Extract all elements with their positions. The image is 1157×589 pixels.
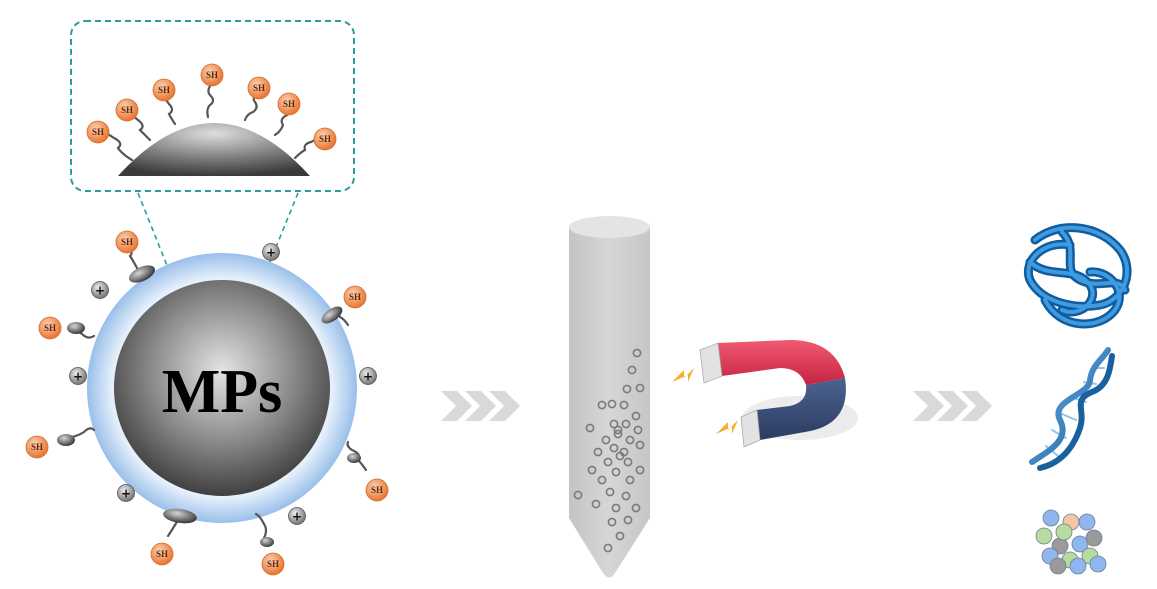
particle-dot: [585, 423, 595, 433]
particle-dot: [597, 475, 607, 485]
cell: [1078, 513, 1096, 531]
particle-dot: [573, 490, 583, 500]
cell: [1042, 509, 1060, 527]
particle-dot: [593, 447, 603, 457]
sh-group: [313, 127, 337, 151]
cell: [1069, 557, 1087, 575]
particle-dot: [632, 348, 642, 358]
particle-dot: [623, 457, 633, 467]
particle-dot: [587, 465, 597, 475]
particle-core: [114, 280, 330, 496]
particle-dot: [591, 499, 601, 509]
positive-charge: [69, 367, 87, 385]
particle-dot: [619, 400, 629, 410]
protein-icon: [1023, 223, 1132, 329]
positive-charge: [91, 281, 109, 299]
sh-group: [247, 76, 271, 100]
particle-dot: [603, 543, 613, 553]
particle-dot: [611, 467, 621, 477]
particle-dot: [609, 443, 619, 453]
positive-charge: [262, 243, 280, 261]
sh-group: [86, 120, 110, 144]
particle-dot: [621, 491, 631, 501]
spark-icon: [716, 420, 738, 434]
particle-dot: [622, 384, 632, 394]
particle-dot: [631, 411, 641, 421]
particle-dot: [607, 517, 617, 527]
particle-dot: [627, 365, 637, 375]
positive-charge: [288, 507, 306, 525]
cell: [1055, 523, 1073, 541]
cell: [1085, 529, 1103, 547]
dna-helix-icon: [1029, 347, 1115, 471]
particle-dot: [613, 429, 623, 439]
particle-dot: [615, 531, 625, 541]
particle-dot: [603, 457, 613, 467]
cell-cluster-icon: [1035, 509, 1107, 575]
sh-group: [115, 98, 139, 122]
particle-dot: [601, 435, 611, 445]
particle-label: MPs: [162, 358, 283, 426]
particle-dot: [631, 503, 641, 513]
particle-dot: [625, 475, 635, 485]
sh-group: [152, 78, 176, 102]
chevron-arrow-icon: [913, 391, 992, 421]
particle-dot: [621, 419, 631, 429]
positive-charge: [117, 484, 135, 502]
horseshoe-magnet-icon: [672, 340, 858, 448]
sh-group: [115, 230, 139, 254]
sh-group: [365, 478, 389, 502]
sh-group: [200, 63, 224, 87]
magnetic-particle: MPs: [87, 253, 357, 523]
cell: [1035, 527, 1053, 545]
cell: [1071, 535, 1089, 553]
zoom-inset: [70, 20, 355, 192]
sh-group: [150, 542, 174, 566]
spark-icon: [672, 368, 694, 382]
particle-dot: [607, 399, 617, 409]
particle-dot: [611, 503, 621, 513]
particle-dot: [635, 383, 645, 393]
sh-group: [343, 285, 367, 309]
particle-dot: [613, 425, 623, 435]
zoom-dome: [118, 123, 310, 176]
particle-dot: [623, 515, 633, 525]
sh-group: [277, 92, 301, 116]
sh-group: [25, 435, 49, 459]
particle-dot: [619, 447, 629, 457]
cell: [1089, 555, 1107, 573]
particle-dot: [635, 465, 645, 475]
sh-group: [261, 552, 285, 576]
linker-nodes: [57, 265, 361, 547]
particle-dot: [625, 435, 635, 445]
particle-dot: [609, 419, 619, 429]
particle-dot: [633, 425, 643, 435]
sh-group: [38, 316, 62, 340]
particle-dot: [605, 487, 615, 497]
particle-dot: [635, 440, 645, 450]
cell: [1049, 557, 1067, 575]
chevron-arrow-icon: [441, 391, 520, 421]
captured-particles: [573, 348, 645, 553]
positive-charge: [359, 367, 377, 385]
particle-dot: [597, 400, 607, 410]
